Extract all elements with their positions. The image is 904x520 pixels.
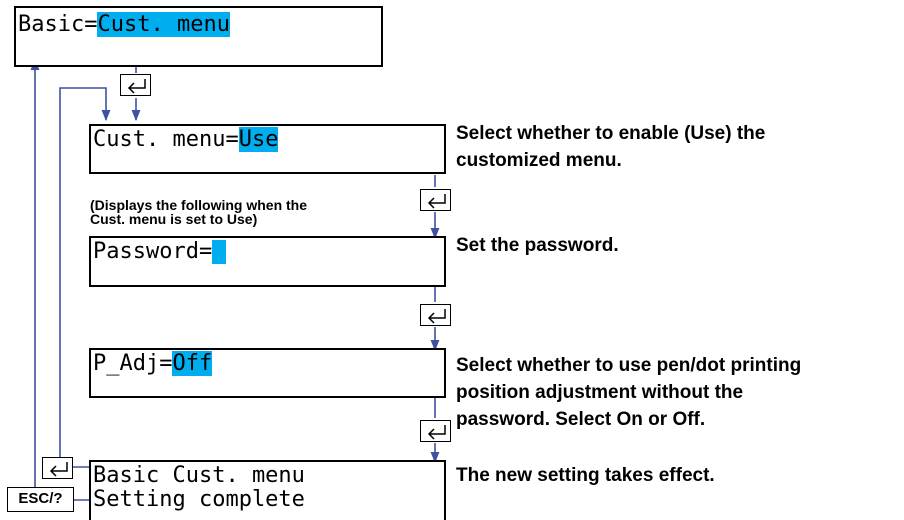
desc-p-adj-line3: password. Select On or Off.	[456, 409, 706, 430]
screen-cust-menu: Cust. menu=Use	[89, 124, 446, 174]
desc-p-adj-line2: position adjustment without the	[456, 382, 744, 403]
desc-complete-line1: The new setting takes effect.	[456, 465, 715, 486]
enter-key-icon[interactable]	[420, 420, 451, 442]
screen-cust-menu-label: Cust. menu=	[93, 127, 239, 152]
screen-p-adj: P_Adj=Off	[89, 348, 446, 398]
screen-p-adj-value: Off	[172, 351, 213, 376]
screen-password: Password=	[89, 236, 446, 287]
enter-key-icon[interactable]	[120, 74, 151, 96]
conditional-note: (Displays the following when the Cust. m…	[90, 198, 307, 226]
screen-complete-line1: Basic Cust. menu	[93, 463, 305, 488]
note-line1: (Displays the following when the	[90, 197, 308, 213]
screen-p-adj-label: P_Adj=	[93, 351, 173, 376]
screen-password-cursor	[212, 240, 227, 264]
desc-p-adj: Select whether to use pen/dot printing p…	[456, 352, 801, 433]
screen-basic-label: Basic=	[18, 12, 98, 37]
desc-cust-menu: Select whether to enable (Use) the custo…	[456, 120, 765, 174]
desc-complete: The new setting takes effect.	[456, 462, 715, 489]
note-line2: Cust. menu is set to Use)	[90, 211, 258, 227]
screen-setting-complete: Basic Cust. menu Setting complete	[89, 460, 446, 520]
enter-key-icon[interactable]	[42, 457, 73, 479]
screen-password-label: Password=	[93, 239, 213, 264]
screen-cust-menu-value: Use	[238, 127, 279, 152]
desc-cust-menu-line1: Select whether to enable (Use) the	[456, 123, 766, 144]
screen-basic-value: Cust. menu	[97, 12, 230, 37]
esc-help-key[interactable]: ESC/?	[7, 487, 74, 512]
enter-key-icon[interactable]	[420, 304, 451, 326]
desc-password-line1: Set the password.	[456, 235, 619, 256]
desc-cust-menu-line2: customized menu.	[456, 150, 622, 171]
screen-basic: Basic=Cust. menu	[14, 6, 383, 67]
desc-p-adj-line1: Select whether to use pen/dot printing	[456, 355, 802, 376]
screen-complete-line2: Setting complete	[93, 487, 305, 512]
enter-key-icon[interactable]	[420, 189, 451, 211]
desc-password: Set the password.	[456, 232, 619, 259]
